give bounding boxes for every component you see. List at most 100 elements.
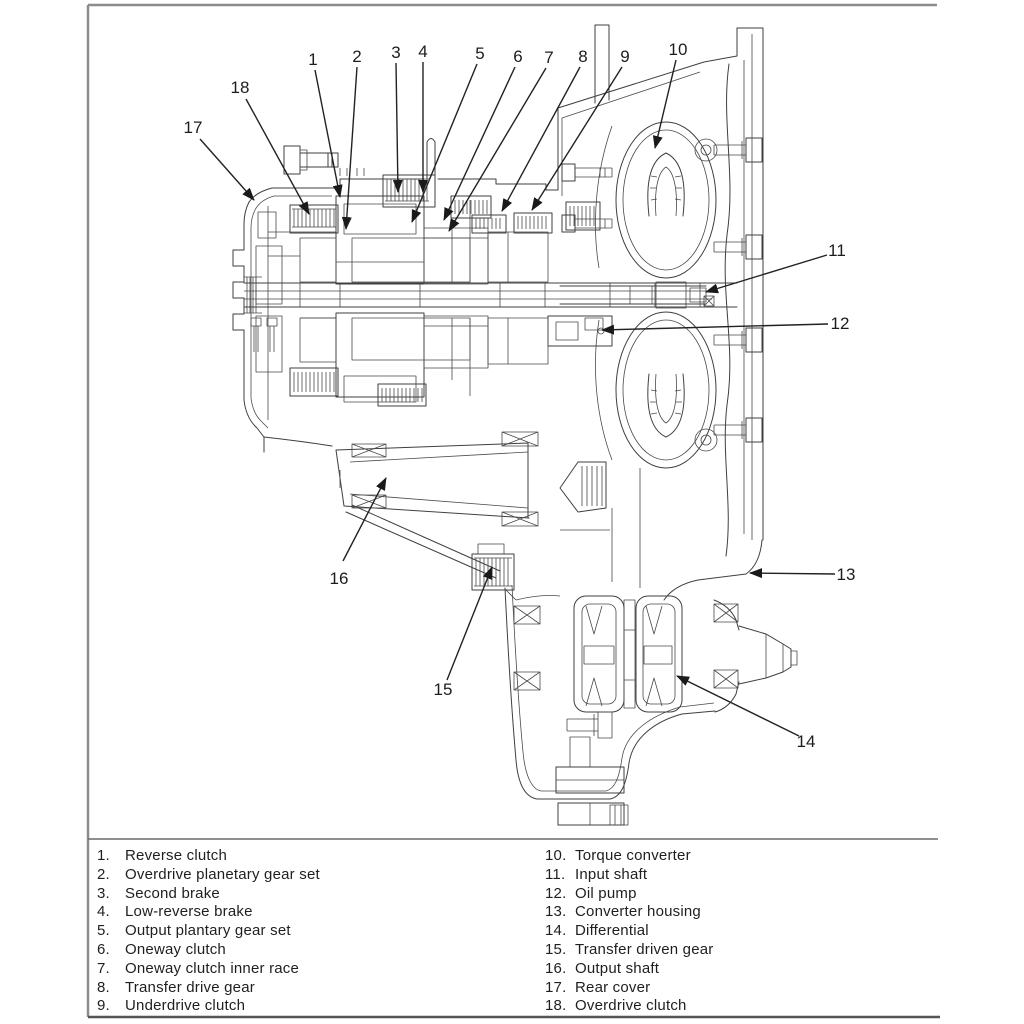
legend-item-3: 3.Second brake [97,885,320,904]
turbine-lower [647,373,685,438]
clutch-pack-right [565,201,601,231]
housing-pedestal [569,736,591,768]
lower-housing-outline [504,587,716,800]
callout-11: 11 [705,241,846,294]
legend-num: 1. [97,847,110,864]
transaxle-case [232,24,738,800]
legend-label: Transfer driven gear [575,940,714,958]
bearing [713,669,739,689]
legend-item-1: 1.Reverse clutch [97,847,320,866]
svg-text:15: 15 [434,680,453,699]
legend-num: 5. [97,922,110,940]
callout-15: 15 [434,566,493,699]
bell-bolt-head [561,163,576,182]
oil-pump-body [547,315,613,347]
turbine-upper [647,152,685,217]
legend-item-7: 7. Oneway clutch inner race [97,960,320,979]
legend-panel: 1.Reverse clutch 2. Overdrive planetary g… [88,839,938,1017]
oneway-clutch-pack [450,195,492,219]
legend-column-left: 1.Reverse clutch 2. Overdrive planetary g… [97,847,320,1016]
callout-17: 17 [184,118,255,201]
rear-cover-inner [250,195,332,429]
bolts [283,137,763,443]
rear-cover-outline [232,187,341,453]
gear-train-lower [250,312,549,403]
callout-18: 18 [231,78,310,215]
flange-bolt [713,421,746,439]
legend-num: 16. [545,959,567,977]
callout-16: 16 [330,477,387,588]
legend-num: 18. [545,997,567,1015]
legend-item-8: 8.Transfer drive gear [97,979,320,998]
legend-num: 10. [545,847,567,864]
svg-text:16: 16 [330,569,349,588]
callout-5: 5 [411,44,485,223]
flange-bolt [713,141,746,159]
legend-label: Differential [575,922,649,940]
legend-num: 14. [545,922,567,940]
callout-10: 10 [652,40,688,149]
legend-label: Rear cover [575,978,651,996]
bearing [513,605,541,625]
housing-flange [736,27,764,541]
legend-num: 8. [97,978,110,996]
diff-bolt-shaft [566,714,598,736]
second-brake-pack [382,174,436,208]
legend-num: 2. [97,865,110,883]
diff-side-gear-right [635,595,683,713]
overdrive-clutch-pack [289,204,339,234]
legend-item-12: 12.Oil pump [545,885,714,904]
output-planetary-drum [423,227,489,285]
svg-text:8: 8 [578,47,587,66]
bell-bolt-head [561,214,576,233]
diff-bolt-head [597,711,613,739]
legend-label: Output shaft [575,959,660,977]
svg-text:7: 7 [544,48,553,67]
bearing [351,443,387,458]
legend-item-9: 9.Underdrive clutch [97,997,320,1016]
mounting-boss [594,24,610,104]
svg-text:10: 10 [669,40,688,59]
housing-bottom-edge [663,539,763,601]
frame-borders [86,3,940,1019]
lower-case-taper [345,504,501,579]
bearing [501,511,539,527]
shaft-spline-end [244,276,262,314]
legend-label: Overdrive planetary gear set [125,865,320,883]
top-bolt-head [283,145,301,175]
svg-text:9: 9 [620,47,629,66]
svg-text:5: 5 [475,44,484,63]
output-shaft [335,431,539,527]
legend-item-11: 11.Input shaft [545,866,714,885]
svg-text:12: 12 [831,314,850,333]
legend-num: 7. [97,959,110,977]
underdrive-clutch-pack [513,212,553,234]
callout-12: 12 [601,314,850,335]
legend-num: 4. [97,903,110,921]
legend-label: Converter housing [575,903,701,921]
legend-label: Oneway clutch inner race [125,959,300,977]
splined-coupling [559,461,607,513]
legend-column-right: 10.Torque converter 11.Input shaft 12.Oi… [545,847,714,1016]
input-shaft [243,276,738,314]
legend-item-13: 13.Converter housing [545,903,714,922]
legend-item-2: 2. Overdrive planetary gear set [97,866,320,885]
legend-label: Input shaft [575,865,648,883]
flange-bolt-head [609,804,629,826]
differential [513,595,798,826]
svg-text:11: 11 [828,241,846,260]
callout-7: 7 [448,48,554,232]
legend-label: Overdrive clutch [575,997,687,1015]
svg-text:4: 4 [418,42,427,61]
legend-label: Low-reverse brake [125,903,253,921]
clutch-pack-lower-mid [377,383,427,407]
svg-text:13: 13 [837,565,856,584]
callout-4: 4 [418,42,428,193]
svg-text:17: 17 [184,118,203,137]
bearing [351,494,387,509]
svg-text:3: 3 [391,43,400,62]
legend-label: Oneway clutch [125,940,226,958]
callout-6: 6 [443,47,523,221]
